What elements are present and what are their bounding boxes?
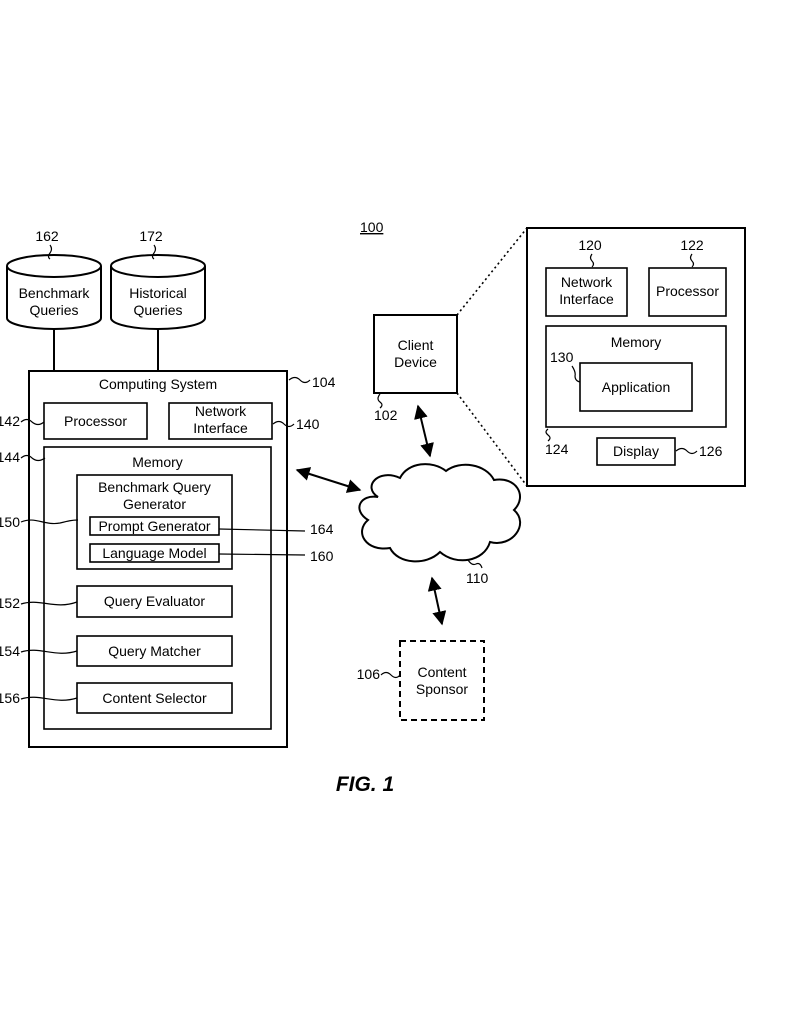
content-sponsor-ref: 106 — [357, 666, 381, 682]
client-network-interface-line1: Network — [561, 274, 613, 290]
ref-leader — [380, 671, 401, 679]
query-evaluator-label: Query Evaluator — [104, 593, 205, 609]
figure-caption: FIG. 1 — [336, 773, 394, 796]
db-label-line1: Historical — [129, 285, 187, 301]
ref-leader — [571, 365, 581, 383]
client-network-interface-ref: 120 — [578, 237, 602, 253]
ref-leader — [47, 244, 53, 260]
computing-system: Computing System 104 Processor 142 Netwo… — [0, 370, 336, 748]
language-model-label: Language Model — [102, 545, 206, 561]
query-matcher-ref: 154 — [0, 643, 20, 659]
ref-leader — [20, 519, 79, 525]
bqg-label-line2: Generator — [123, 496, 186, 512]
ref-leader — [218, 553, 306, 556]
display-label: Display — [613, 443, 659, 459]
db-ref: 162 — [35, 228, 59, 244]
client-memory-ref: 124 — [545, 441, 569, 457]
prompt-generator-ref: 164 — [310, 521, 334, 537]
client-device-ref: 102 — [374, 407, 398, 423]
bqg-ref: 150 — [0, 514, 20, 530]
ref-leader — [467, 559, 483, 569]
prompt-generator-label: Prompt Generator — [98, 518, 210, 534]
query-evaluator-box — [76, 585, 233, 618]
content-sponsor-box — [399, 640, 485, 721]
client-memory-label: Memory — [611, 334, 662, 350]
content-sponsor: Content Sponsor 106 — [357, 640, 485, 721]
benchmark-queries-db: Benchmark Queries 162 — [6, 228, 102, 330]
db-label-line2: Queries — [29, 302, 78, 318]
ref-leader — [377, 393, 383, 409]
processor-ref: 142 — [0, 413, 20, 429]
network-cloud: 110 — [358, 463, 521, 586]
historical-queries-db: Historical Queries 172 — [110, 228, 206, 330]
ref-leader — [20, 696, 78, 701]
client-device: Client Device 102 — [373, 314, 458, 423]
client-processor-label: Processor — [656, 283, 719, 299]
ref-leader — [272, 420, 295, 428]
ref-leader — [218, 528, 306, 532]
content-selector-label: Content Selector — [102, 690, 207, 706]
ref-leader — [545, 428, 551, 442]
client-device-line2: Device — [394, 354, 437, 370]
ref-leader — [689, 253, 695, 268]
db-label-line2: Queries — [133, 302, 182, 318]
client-device-line1: Client — [398, 337, 434, 353]
query-matcher-label: Query Matcher — [108, 643, 201, 659]
query-evaluator-ref: 152 — [0, 595, 20, 611]
ref-leader — [151, 244, 157, 260]
system-ref-label: 100 — [360, 219, 384, 235]
language-model-box — [89, 543, 220, 563]
memory-label: Memory — [132, 454, 183, 470]
application-ref: 130 — [550, 349, 574, 365]
db-label-line1: Benchmark — [19, 285, 91, 301]
content-selector-box — [76, 682, 233, 714]
client-network-arrow — [414, 404, 434, 458]
display-box — [596, 437, 676, 466]
client-network-interface-line2: Interface — [559, 291, 614, 307]
ref-leader — [589, 253, 595, 268]
prompt-generator-box — [89, 516, 220, 536]
db-cylinder-top — [6, 254, 102, 278]
processor-label: Processor — [64, 413, 127, 429]
ref-leader — [20, 649, 78, 654]
computing-system-title: Computing System — [99, 376, 217, 392]
ref-leader — [20, 601, 78, 606]
content-selector-ref: 156 — [0, 690, 20, 706]
ref-leader — [20, 418, 45, 426]
network-ref: 110 — [466, 570, 489, 586]
client-device-box — [373, 314, 458, 394]
computing-network-arrow — [295, 467, 362, 493]
network-interface-box — [168, 402, 273, 440]
memory-ref: 144 — [0, 449, 20, 465]
bqg-label-line1: Benchmark Query — [98, 479, 211, 495]
language-model-ref: 160 — [310, 548, 334, 564]
query-matcher-box — [76, 635, 233, 667]
client-detail: Network Interface 120 Processor 122 Memo… — [526, 227, 746, 487]
ref-leader — [20, 454, 46, 462]
application-label: Application — [602, 379, 671, 395]
application-box — [579, 362, 693, 412]
cloud-icon — [358, 463, 521, 563]
ref-leader — [288, 376, 311, 384]
content-sponsor-line2: Sponsor — [416, 681, 468, 697]
computing-system-ref: 104 — [312, 374, 336, 390]
network-interface-ref: 140 — [296, 416, 320, 432]
network-interface-line2: Interface — [193, 420, 248, 436]
db-cylinder-top — [110, 254, 206, 278]
sponsor-network-arrow — [427, 576, 447, 626]
processor-box — [43, 402, 148, 440]
client-processor-ref: 122 — [680, 237, 704, 253]
display-ref: 126 — [699, 443, 723, 459]
db-ref: 172 — [139, 228, 163, 244]
client-network-interface-box — [545, 267, 628, 317]
client-processor-box — [648, 267, 727, 317]
ref-leader — [675, 447, 698, 455]
zoom-line-top — [456, 227, 528, 316]
network-interface-line1: Network — [195, 403, 247, 419]
content-sponsor-line1: Content — [417, 664, 466, 680]
